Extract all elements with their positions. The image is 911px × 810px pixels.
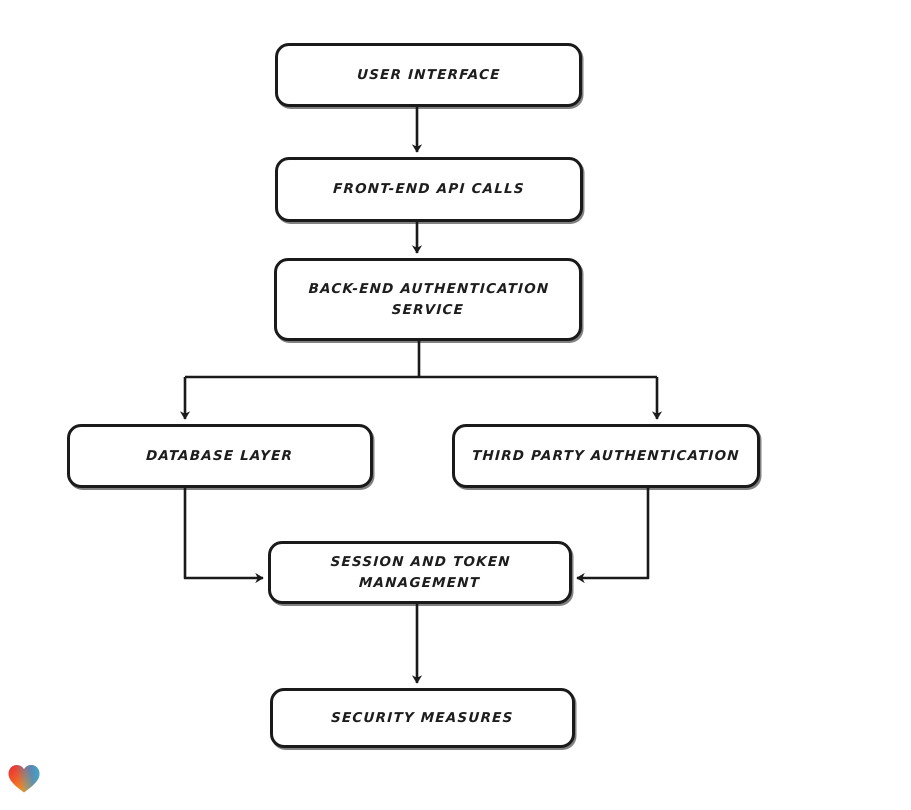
node-database-layer[interactable]: DATABASE LAYER [67,424,373,488]
node-back-end-authentication-service[interactable]: BACK-END AUTHENTICATION SERVICE [274,258,582,341]
connector-database-to-session [183,488,264,584]
node-label-security-measures: SECURITY MEASURES [330,709,515,726]
node-front-end-api-calls[interactable]: FRONT-END API CALLS [275,157,583,222]
node-label-back-end-authentication-service: BACK-END AUTHENTICATION SERVICE [307,280,550,318]
heart-icon [8,765,40,793]
node-label-user-interface: USER INTERFACE [356,66,501,83]
node-label-third-party-authentication: THIRD PARTY AUTHENTICATION [471,447,741,464]
node-label-database-layer: DATABASE LAYER [146,447,294,464]
node-session-and-token-management[interactable]: SESSION AND TOKEN MANAGEMENT [268,541,572,604]
node-label-front-end-api-calls: FRONT-END API CALLS [332,181,526,198]
node-user-interface[interactable]: USER INTERFACE [275,43,582,107]
node-security-measures[interactable]: SECURITY MEASURES [270,688,575,748]
connector-thirdparty-to-session [576,488,650,584]
node-third-party-authentication[interactable]: THIRD PARTY AUTHENTICATION [452,424,760,488]
node-label-session-and-token-management: SESSION AND TOKEN MANAGEMENT [330,553,512,591]
